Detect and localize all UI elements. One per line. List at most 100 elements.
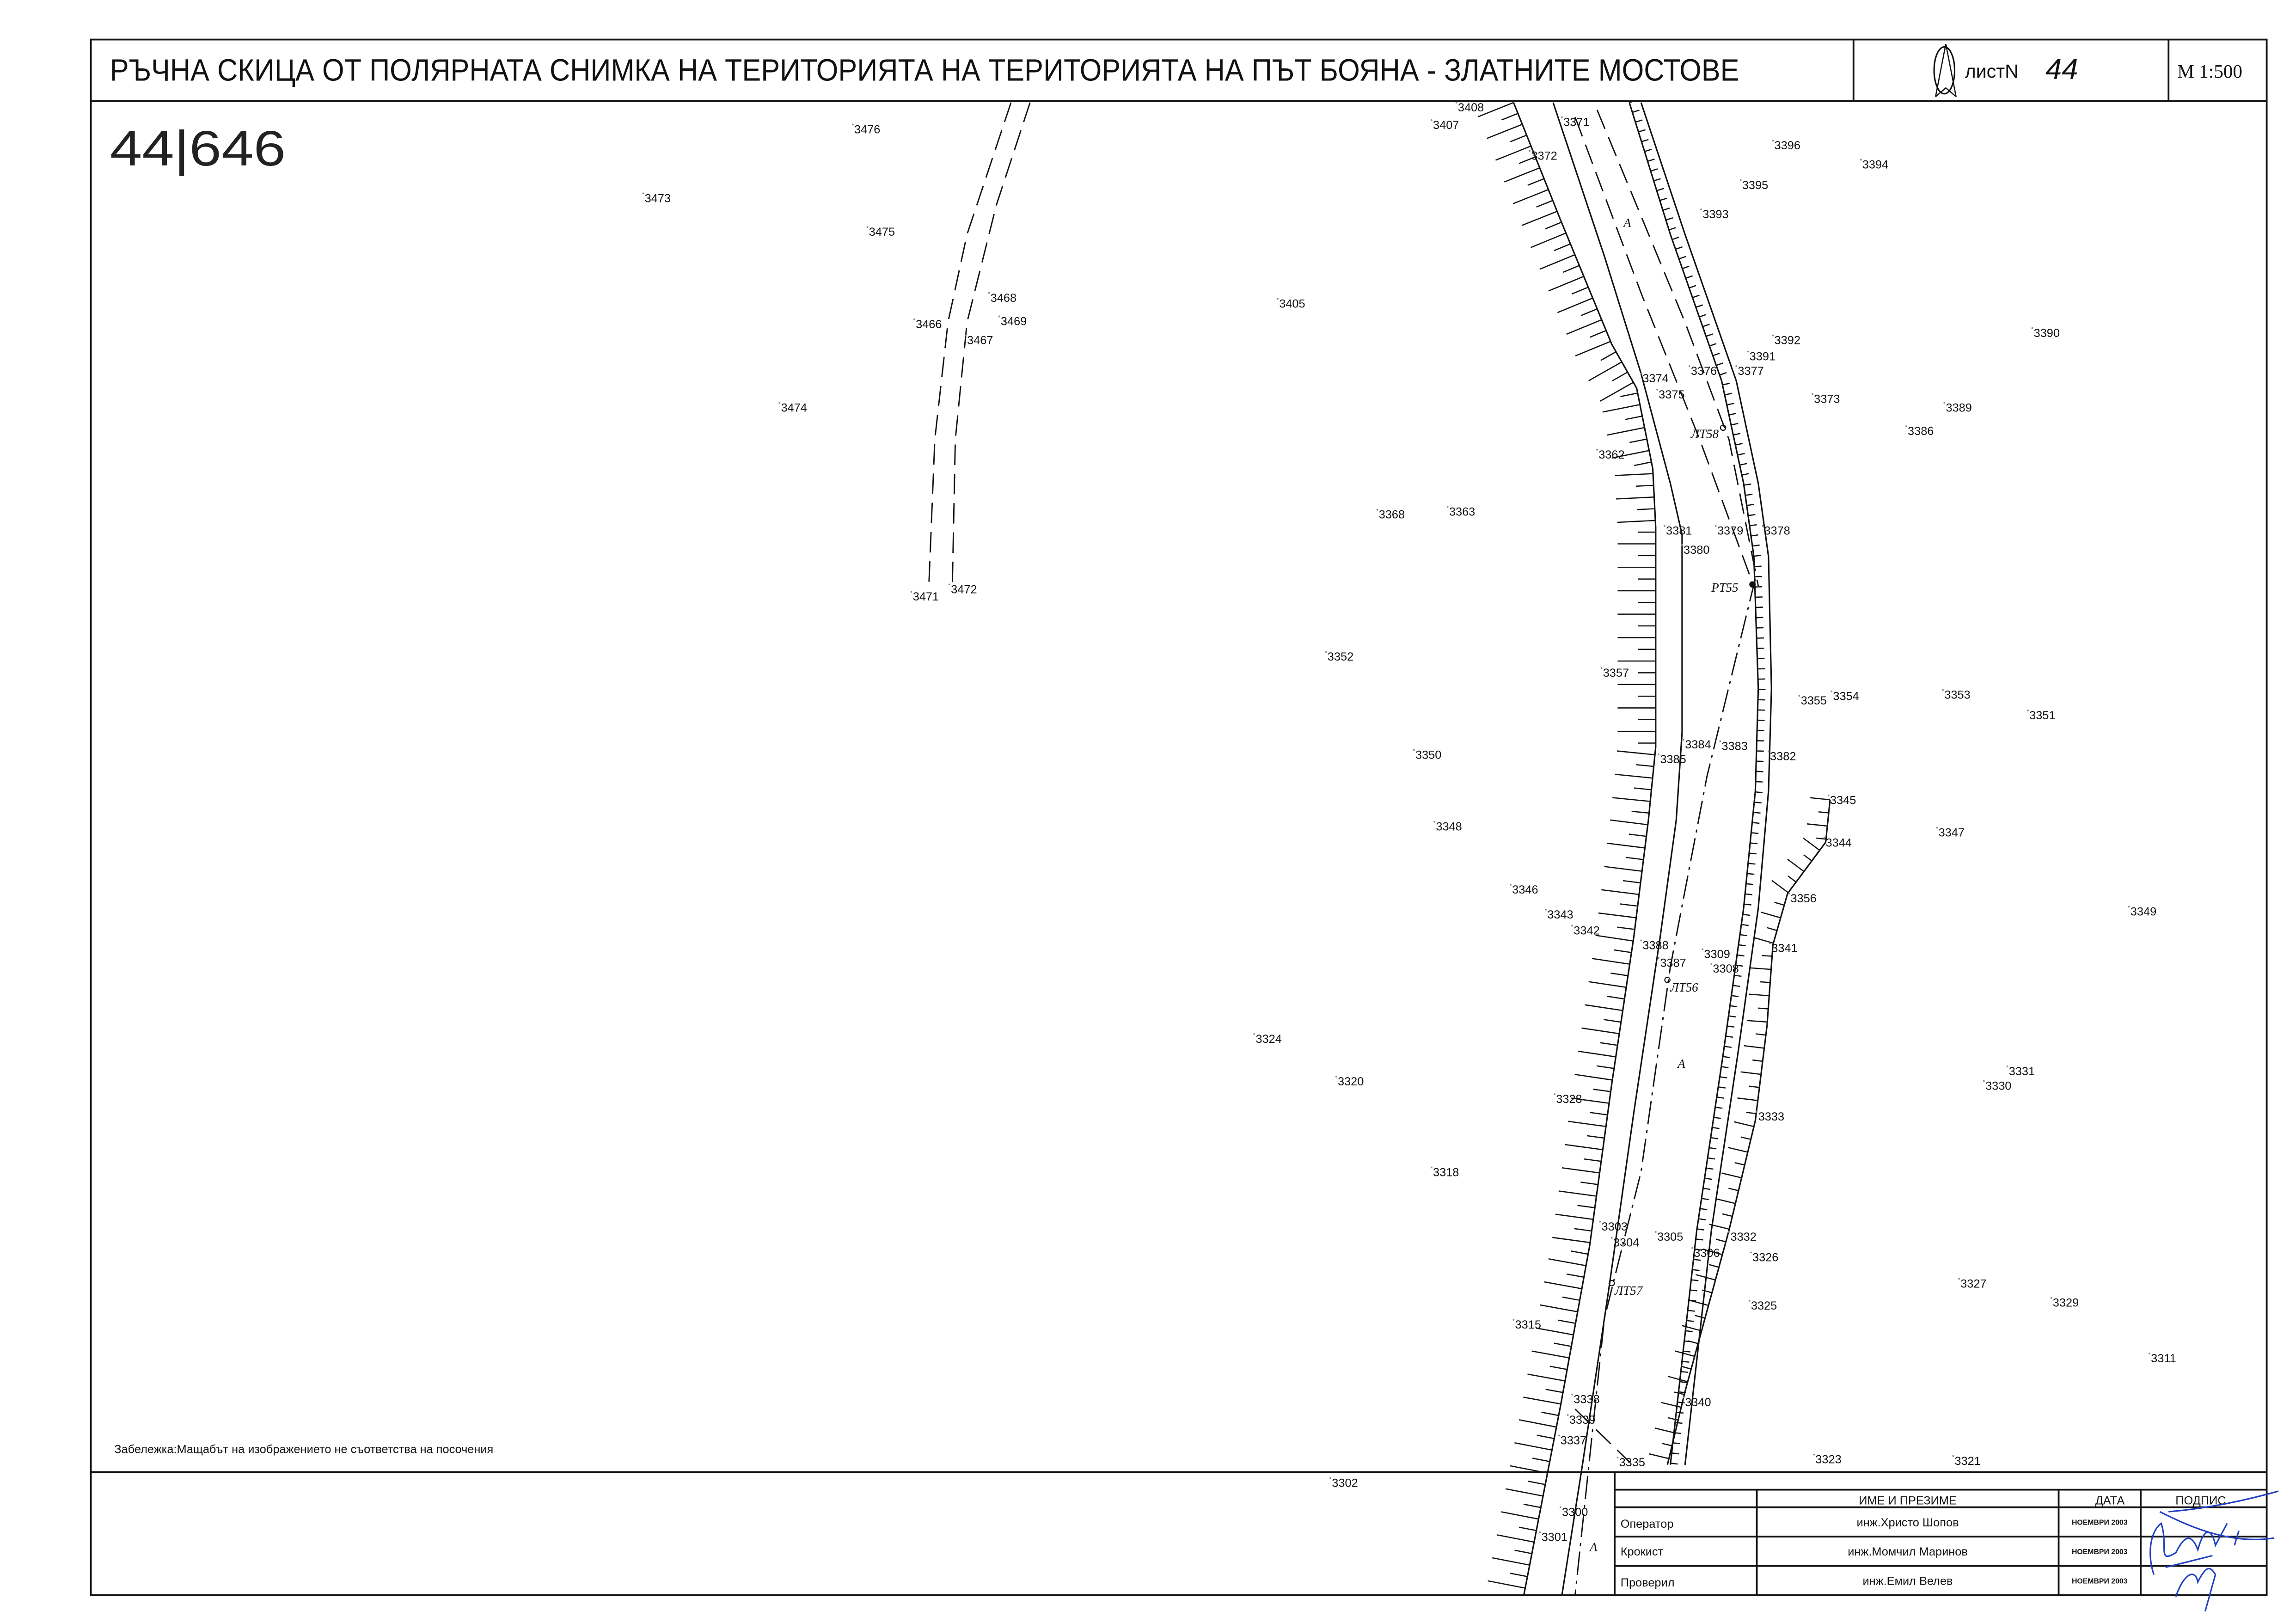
survey-point-label: 3320 (1338, 1075, 1364, 1088)
table-row: Крокист инж.Момчил Маринов НОЕМВРИ 2003 (1621, 1545, 2128, 1558)
survey-point-label: 3371 (1563, 116, 1589, 129)
survey-point-marker (1446, 506, 1449, 508)
hachure-tick (1603, 1019, 1621, 1023)
sheet-title: РЪЧНА СКИЦА ОТ ПОЛЯРНАТА СНИМКА НА ТЕРИТ… (110, 53, 1739, 87)
hachure-tick (1696, 304, 1703, 308)
survey-point-marker (1700, 208, 1702, 211)
hachures (1478, 99, 1831, 1589)
hachure-tick (1670, 1463, 1678, 1465)
survey-point-marker (1545, 908, 1547, 911)
hachure-tick (1721, 1066, 1729, 1069)
hachure-tick (1523, 1503, 1541, 1508)
hachure-tick (1610, 972, 1629, 977)
survey-point-marker (1654, 1231, 1657, 1233)
survey-point-label: 3473 (645, 192, 671, 205)
hachure-tick (1505, 1488, 1543, 1497)
hachure-tick (1545, 1389, 1563, 1393)
hachure-tick (1492, 1557, 1530, 1566)
survey-point-label: 3471 (913, 590, 939, 603)
survey-point-label: 3318 (1433, 1166, 1459, 1179)
hachure-tick (1662, 1443, 1672, 1446)
survey-point-label: 3474 (781, 401, 807, 414)
survey-point-marker (1529, 150, 1531, 152)
survey-point-marker (642, 192, 644, 195)
survey-point-label: 3368 (1379, 508, 1405, 521)
survey-point-marker (1735, 365, 1738, 367)
hachure-tick (1578, 1050, 1616, 1058)
survey-point-marker (1325, 651, 1327, 653)
hachure-tick (1709, 343, 1717, 347)
survey-point-label: 3308 (1713, 962, 1739, 975)
hachure-tick (1774, 901, 1785, 906)
survey-point-label: 3339 (1569, 1414, 1595, 1427)
hachure-tick (1757, 647, 1764, 649)
survey-point-marker (2027, 709, 2029, 711)
hachure-tick (1695, 1315, 1705, 1319)
survey-point-label: 3348 (1436, 821, 1462, 833)
hachure-tick (1501, 113, 1518, 121)
survey-point-marker (1663, 525, 1665, 527)
survey-point-marker (1681, 544, 1683, 546)
survey-point-label: 3392 (1775, 334, 1800, 347)
signoff-table: ИМЕ И ПРЕЗИМЕ ДАТА ПОДПИС Оператор инж.Х… (91, 1471, 2279, 1612)
hachure-tick (1749, 993, 1769, 997)
survey-point-marker (1658, 957, 1660, 959)
survey-point-marker (2006, 1065, 2008, 1067)
hachure-tick (1612, 371, 1628, 381)
survey-point-label: 3350 (1415, 748, 1441, 761)
hachure-tick (1749, 524, 1757, 527)
row-role: Крокист (1621, 1545, 1664, 1558)
hachure-tick (1733, 1121, 1754, 1127)
hachure-tick (1752, 822, 1760, 824)
hachure-tick (1722, 1213, 1733, 1217)
zone-mark: A (1677, 1057, 1685, 1071)
hachure-tick (1690, 1289, 1697, 1292)
hachure-tick (1712, 1127, 1720, 1129)
hachure-tick (1601, 889, 1640, 895)
survey-point-marker (1762, 525, 1764, 527)
hachure-tick (1744, 1045, 1764, 1049)
hachure-tick (1748, 514, 1756, 516)
hachure-tick (1631, 810, 1649, 814)
hachure-tick (1683, 1350, 1691, 1353)
hachure-tick (1702, 1249, 1723, 1256)
title-block: РЪЧНА СКИЦА ОТ ПОЛЯРНАТА СНИМКА НА ТЕРИТ… (90, 38, 2268, 1596)
hachure-tick (1755, 1033, 1766, 1036)
hachure-tick (1753, 937, 1774, 944)
hachure-tick (1523, 1396, 1561, 1405)
survey-point-marker (913, 318, 915, 320)
survey-point-marker (1813, 1453, 1815, 1456)
hachure-tick (1615, 473, 1653, 476)
hachure-tick (1751, 967, 1771, 970)
survey-point-marker (1640, 373, 1642, 374)
sidewalk-edge (1640, 102, 1772, 1465)
survey-point-marker (1656, 388, 1658, 391)
col-header-date: ДАТА (2095, 1494, 2125, 1507)
hachure-tick (1620, 903, 1638, 907)
hachure-tick (1745, 494, 1753, 496)
hachure-tick (1656, 188, 1664, 191)
hachure-tick (1488, 1580, 1525, 1589)
survey-point-marker (1430, 1166, 1433, 1169)
hachure-tick (1512, 189, 1549, 204)
hachure-tick (1575, 341, 1611, 357)
survey-point-label: 3341 (1771, 942, 1797, 955)
hachure-tick (1706, 1167, 1714, 1170)
survey-point-label: 3375 (1659, 388, 1684, 401)
hachure-tick (1694, 1249, 1702, 1251)
survey-point-label: 3356 (1790, 892, 1816, 905)
hachure-tick (1692, 294, 1700, 299)
hachure-tick (1742, 913, 1751, 916)
survey-point-label: 3469 (1001, 315, 1027, 328)
survey-point-marker (1567, 1414, 1569, 1416)
survey-point-marker (1561, 116, 1563, 118)
hachure-tick (1737, 954, 1745, 957)
hachure-tick (1589, 330, 1607, 338)
hachure-tick (1561, 1167, 1600, 1174)
hachure-tick (1554, 1342, 1572, 1347)
hachure-tick (1700, 1208, 1708, 1211)
hachure-tick (1749, 852, 1757, 855)
hachure-tick (1574, 1228, 1592, 1232)
right-embankment-line (1666, 799, 1831, 1465)
